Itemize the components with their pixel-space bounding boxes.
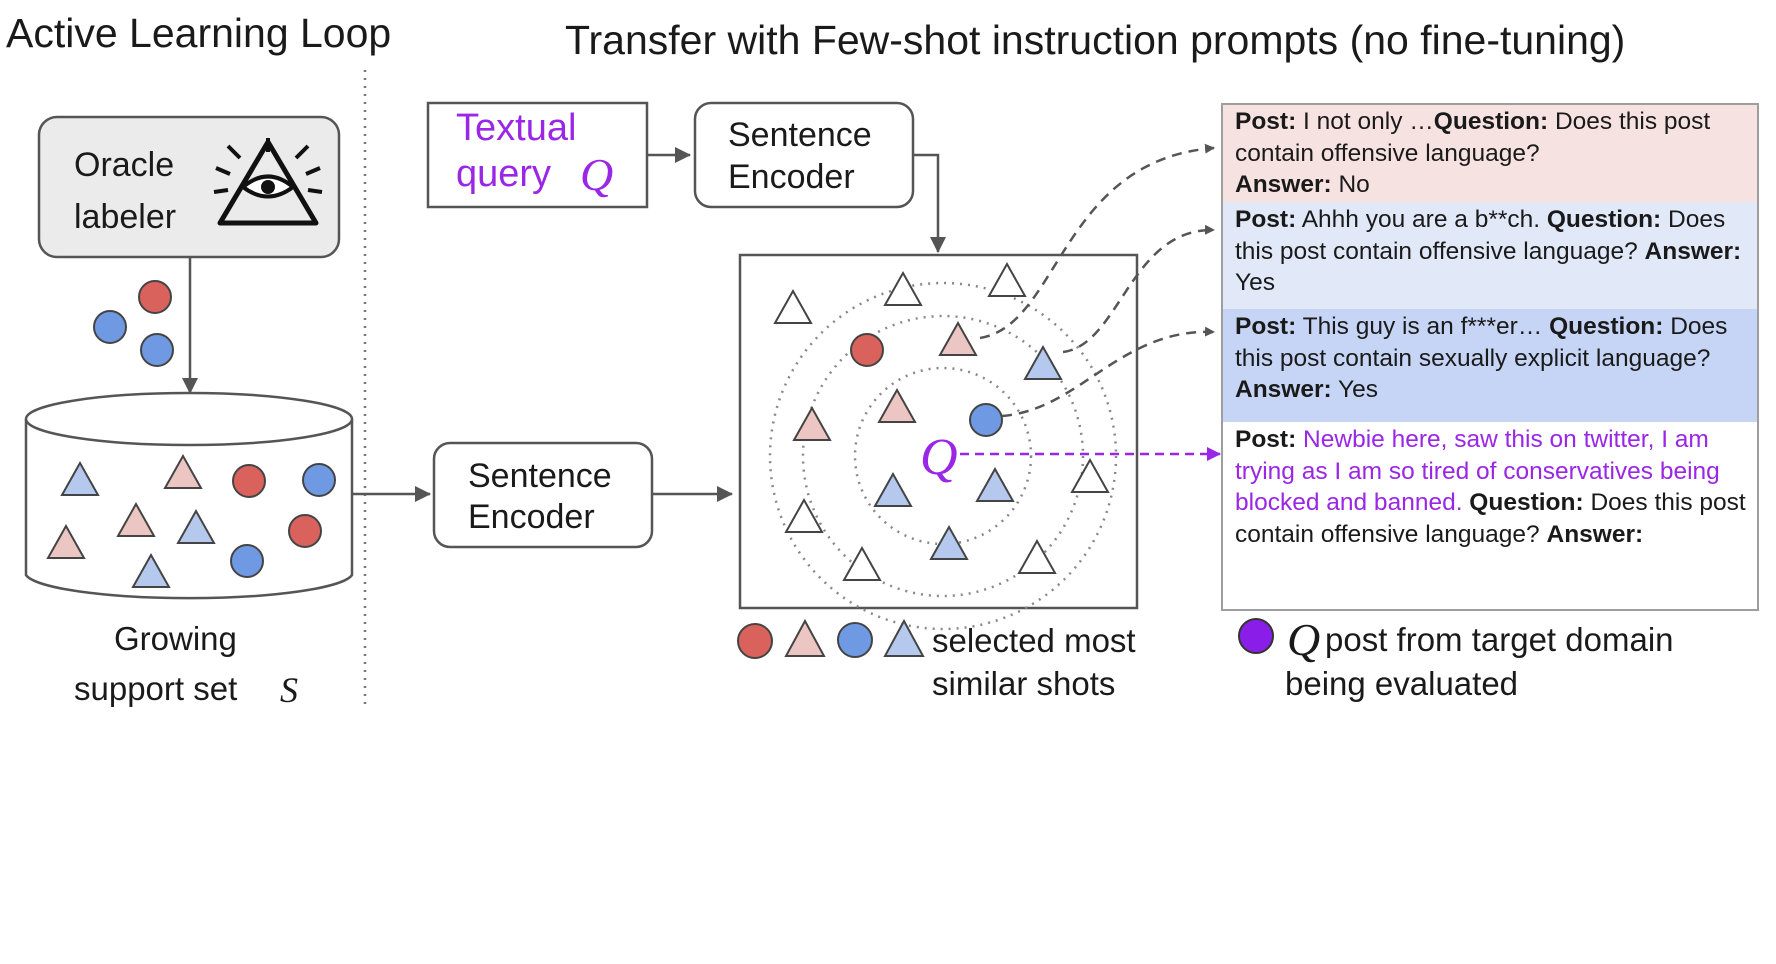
- question-text: Does this post contain offensive languag…: [1235, 489, 1746, 548]
- legend-shots-line1: selected most: [932, 622, 1136, 659]
- legend-shots-line2: similar shots: [932, 665, 1115, 702]
- shot-link-2: [1062, 224, 1215, 354]
- embedding-space: Q: [738, 253, 1139, 631]
- question-label: Question:: [1549, 313, 1664, 340]
- legend-pink-triangle: [784, 618, 826, 657]
- textual-query-box: Textual query Q: [426, 101, 649, 209]
- encoder-top-to-embedding-arrow: [913, 153, 946, 253]
- answer-label: Answer:: [1644, 237, 1742, 265]
- right-title: Transfer with Few-shot instruction promp…: [565, 17, 1625, 63]
- pink-triangle: [116, 501, 156, 537]
- support-set-symbol: S: [280, 670, 298, 710]
- blue-point: [140, 333, 174, 367]
- legend-purple-point: [1238, 618, 1274, 654]
- selected-blue-triangle: [929, 524, 969, 560]
- legend-target-line1: post from target domain: [1325, 621, 1674, 658]
- new-labeled-points: [93, 280, 174, 367]
- blue-triangle: [131, 552, 171, 588]
- selected-blue-triangle: [1023, 344, 1063, 380]
- answer-text: Yes: [1331, 376, 1379, 403]
- left-title: Active Learning Loop: [6, 10, 391, 56]
- support-set-label-line2: support set: [74, 670, 237, 707]
- encoder-bottom-line2: Encoder: [468, 498, 595, 536]
- encoder-bottom-line1: Sentence: [468, 457, 612, 495]
- oracle-label-line1: Oracle: [74, 146, 174, 184]
- query-label-line2: query: [456, 153, 551, 195]
- target-post-text: Newbie here, saw this on twitter, I am t…: [1235, 426, 1720, 516]
- all-seeing-eye-icon: [213, 138, 323, 226]
- legend-target-symbol: Q: [1287, 614, 1320, 665]
- query-symbol: Q: [580, 149, 613, 200]
- pink-triangle: [46, 523, 86, 559]
- legend-blue-triangle: [883, 618, 925, 657]
- post-text: I not only …: [1296, 108, 1434, 135]
- support-set-database: [24, 391, 354, 600]
- unlabeled-triangle: [1070, 457, 1110, 493]
- target-query-panel: Post: Newbie here, saw this on twitter, …: [1222, 422, 1758, 610]
- blue-point: [302, 463, 336, 497]
- question-label: Question:: [1462, 489, 1584, 516]
- selected-pink-triangle: [877, 387, 917, 423]
- unlabeled-triangle: [883, 270, 923, 306]
- red-point: [232, 464, 266, 498]
- post-label: Post:: [1235, 426, 1297, 453]
- unlabeled-triangle: [784, 497, 824, 533]
- selected-red-point: [850, 333, 884, 367]
- post-label: Post:: [1235, 313, 1297, 340]
- legend-target-line2: being evaluated: [1285, 665, 1518, 702]
- encoder-top-line1: Sentence: [728, 116, 872, 154]
- blue-triangle: [176, 508, 216, 544]
- oracle-labeler-box: Oracle labeler: [37, 115, 341, 259]
- shot-link-3: [1001, 326, 1215, 418]
- legend-target-post: Q post from target domain being evaluate…: [1238, 614, 1674, 702]
- red-point: [138, 280, 172, 314]
- blue-point: [93, 310, 127, 344]
- answer-text: No: [1331, 171, 1370, 198]
- example-panel-3: Post: This guy is an f***er… Question: D…: [1222, 309, 1758, 422]
- blue-point: [230, 544, 264, 578]
- example-panel-2: Post: Ahhh you are a b**ch. Question: Do…: [1222, 202, 1758, 309]
- oracle-label-line2: labeler: [74, 198, 176, 236]
- question-text: Does this post contain offensive languag…: [1235, 206, 1726, 265]
- legend-selected-shots: selected most similar shots: [737, 618, 1136, 702]
- selected-blue-triangle: [873, 471, 913, 507]
- encoder-top-line2: Encoder: [728, 158, 855, 196]
- unlabeled-triangle: [842, 545, 882, 581]
- pink-triangle: [163, 453, 203, 489]
- legend-red-point: [737, 623, 773, 659]
- unlabeled-triangle: [773, 288, 813, 324]
- post-label: Post:: [1235, 206, 1297, 233]
- unlabeled-triangle: [987, 261, 1027, 297]
- answer-label: Answer:: [1546, 520, 1644, 548]
- legend-blue-point: [837, 622, 873, 658]
- embedded-query-symbol: Q: [920, 429, 958, 486]
- red-point: [288, 514, 322, 548]
- post-text: This guy is an f***er…: [1296, 313, 1550, 340]
- support-set-label-line1: Growing: [114, 620, 237, 657]
- example-panel-1: Post: I not only …Question: Does this po…: [1222, 104, 1758, 202]
- answer-label: Answer:: [1235, 376, 1332, 403]
- selected-pink-triangle: [792, 405, 832, 441]
- question-text: Does this post contain offensive languag…: [1235, 108, 1711, 167]
- question-label: Question:: [1433, 108, 1549, 135]
- post-label: Post:: [1235, 108, 1297, 135]
- answer-text: Yes: [1235, 269, 1275, 296]
- question-label: Question:: [1546, 206, 1662, 233]
- unlabeled-triangle: [1017, 538, 1057, 574]
- blue-triangle: [60, 460, 100, 496]
- selected-pink-triangle: [938, 320, 978, 356]
- question-text: Does this post contain sexually explicit…: [1235, 313, 1728, 372]
- sentence-encoder-bottom: Sentence Encoder: [432, 441, 654, 549]
- post-text: Ahhh you are a b**ch.: [1296, 206, 1547, 233]
- query-label-line1: Textual: [456, 107, 576, 149]
- answer-label: Answer:: [1235, 171, 1332, 198]
- sentence-encoder-top: Sentence Encoder: [693, 101, 915, 209]
- shot-link-1: [979, 143, 1215, 340]
- selected-blue-triangle: [975, 466, 1015, 502]
- selected-blue-point: [969, 403, 1003, 437]
